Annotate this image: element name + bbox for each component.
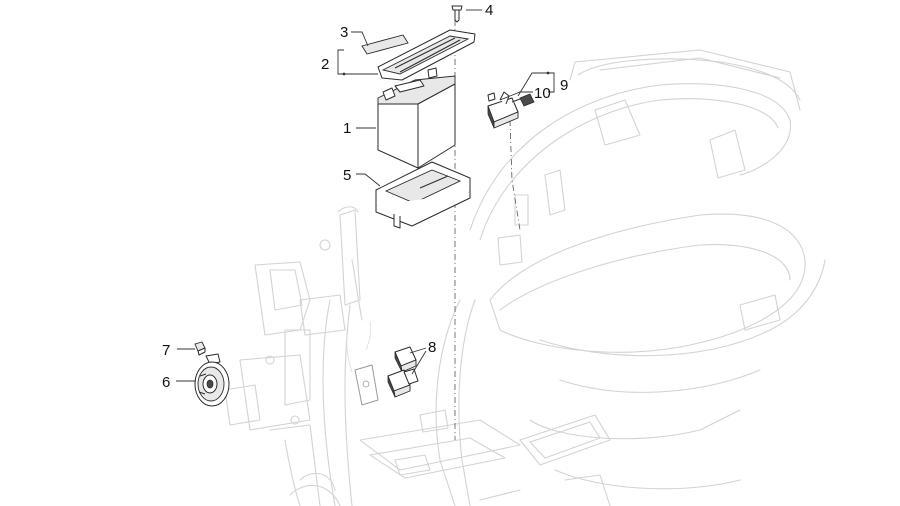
- horn-part: [194, 353, 230, 407]
- assembly-axis-relay: [509, 119, 521, 231]
- callout-5: 5: [343, 167, 351, 184]
- callout-4: 4: [485, 2, 493, 19]
- screw-part: [451, 5, 463, 23]
- battery-part: [377, 67, 456, 169]
- scooter-frame-outline: [224, 49, 826, 506]
- callout-8: 8: [428, 339, 436, 356]
- callout-10: 10: [534, 85, 551, 102]
- leader-lines: [176, 9, 555, 382]
- callout-6: 6: [162, 374, 170, 391]
- callout-2: 2: [321, 56, 329, 73]
- relay-pair-part: [387, 346, 419, 398]
- callout-labels: 4 3 2 1 5 7 6 8 9 10: [162, 2, 568, 391]
- callout-3: 3: [340, 24, 348, 41]
- battery-strap-part: [377, 29, 476, 81]
- strap-pad-part: [361, 34, 409, 55]
- horn-nut-part: [194, 341, 206, 356]
- relay-clip-part: [487, 92, 496, 102]
- callout-7: 7: [162, 342, 170, 359]
- battery-tray-part: [375, 161, 471, 229]
- callout-1: 1: [343, 120, 351, 137]
- callout-9: 9: [560, 77, 568, 94]
- relay-part: [487, 91, 535, 129]
- connector-bracket-part: [354, 364, 379, 406]
